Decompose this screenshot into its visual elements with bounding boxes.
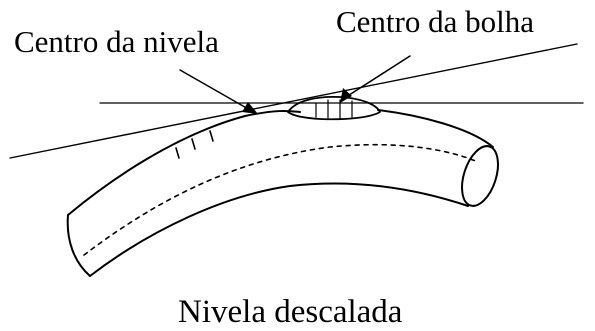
level-center-label: Centro da nivela xyxy=(14,24,219,59)
bubble xyxy=(287,95,381,121)
bubble-center-arrow xyxy=(340,55,411,103)
vial-graduation-marks xyxy=(175,130,214,159)
bubble-hatch xyxy=(315,99,353,119)
vial-right-cap xyxy=(461,145,499,207)
curved-vial xyxy=(66,109,499,277)
tangent-line xyxy=(9,43,578,159)
level-center-arrow xyxy=(179,69,258,114)
vial-left-cap xyxy=(66,214,91,277)
bubble-center-arrowhead xyxy=(340,88,352,103)
vial-outer-edge xyxy=(67,109,494,216)
vial-inner-edge xyxy=(89,182,469,277)
vial-dashed-axis xyxy=(83,143,479,256)
bubble-outline xyxy=(287,95,381,121)
level-center-arrowhead xyxy=(242,102,258,114)
diagram-caption: Nivela descalada xyxy=(178,294,403,330)
bubble-center-label: Centro da bolha xyxy=(336,4,534,39)
